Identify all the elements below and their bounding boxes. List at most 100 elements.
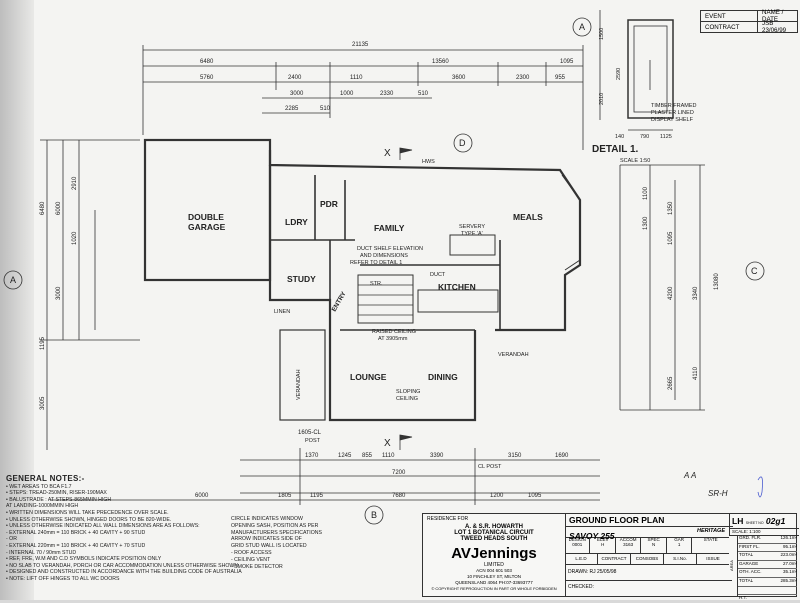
- grid-d: D: [459, 138, 466, 148]
- dim-bot-r1-0: 1605-CL: [298, 430, 322, 436]
- dim-right-7: 2665: [668, 376, 674, 390]
- area-value: 35.1m²: [782, 569, 797, 575]
- dim-bot-r2-1: 1245: [338, 453, 352, 459]
- legend-line: CIRCLE INDICATES WINDOW: [231, 516, 303, 522]
- row2-consobs: CONSOBS: [631, 553, 664, 564]
- room-label-verandah-right: VERANDAH: [498, 352, 529, 358]
- dim-top-total: 21135: [352, 42, 369, 48]
- col-state: STATE: [703, 537, 718, 542]
- area-label: H.T.: [739, 595, 748, 601]
- room-label-lounge: LOUNGE: [350, 372, 387, 382]
- area-value: 27.0m²: [782, 560, 797, 566]
- note-line: - EXTERNAL 220mm = 110 BRICK + 40 CAVITY…: [6, 542, 146, 549]
- dim-right-8: 13080: [714, 273, 720, 290]
- area-value: 126.1m²: [780, 535, 797, 540]
- val-gar: 1: [677, 542, 681, 547]
- legend-line: OPENING SASH, POSITION AS PER: [231, 522, 319, 529]
- symbol-legend: CIRCLE INDICATES WINDOW OPENING SASH, PO…: [231, 516, 421, 570]
- name-date-header: NAME / DATE: [762, 9, 784, 23]
- room-label-ldry: LDRY: [285, 217, 308, 227]
- duct-label: DUCT: [430, 272, 446, 278]
- detail-vdim-1: 2590: [616, 68, 622, 80]
- detail-title: DETAIL 1.: [592, 144, 639, 155]
- room-label-study: STUDY: [287, 274, 316, 284]
- grid-b: B: [371, 510, 377, 520]
- legend-line: - ROOF ACCESS: [231, 549, 272, 556]
- col-elev: ELEV: [596, 537, 609, 542]
- plan-title: GROUND FLOOR PLAN: [565, 514, 733, 527]
- company-logo: AVJennings: [451, 545, 537, 562]
- legend-line: - SMOKE DETECTOR: [231, 563, 283, 570]
- note-line: • UNLESS OTHERWISE INDICATED ALL WALL DI…: [6, 523, 200, 530]
- legend-line: GRID STUD WALL IS LOCATED: [231, 543, 307, 550]
- title-block: RESIDENCE FOR A. & S.R. HOWARTH LOT 1 BO…: [422, 513, 799, 600]
- dim-left-3: 1020: [72, 231, 78, 245]
- copyright: © COPYRIGHT REPRODUCTION IN PART OR WHOL…: [431, 586, 557, 591]
- dim-bot-r4-4: 1200: [490, 493, 504, 499]
- area-label: TOTAL: [739, 577, 754, 583]
- dim-bot-r4-0: 6000: [195, 493, 209, 499]
- cl-post-label: CL POST: [478, 464, 502, 470]
- area-value: 95.1m²: [782, 543, 797, 549]
- dim-left-0: 6480: [40, 201, 46, 215]
- dim-bot-r2-4: 3390: [430, 453, 444, 459]
- dim-right-0: 1100: [643, 186, 649, 200]
- room-label-entry: ENTRY: [331, 290, 348, 313]
- general-notes: GENERAL NOTES:- • WET AREAS TO BCA F1.7 …: [6, 475, 276, 583]
- sloping-ceiling-1: SLOPING: [396, 389, 420, 395]
- area-value: 223.0m²: [780, 552, 797, 558]
- area-label: FIRST FL.: [739, 543, 760, 549]
- area-value: 285.3m²: [780, 577, 797, 583]
- grid-a-left: A: [10, 275, 16, 285]
- sheet-no-label: SHEET NO: [745, 521, 764, 525]
- checked-label: CHECKED:: [568, 584, 594, 590]
- note-line: • WRITTEN DIMENSIONS WILL TAKE PRECEDENC…: [6, 509, 169, 516]
- sheet-number: 02g1: [765, 516, 786, 526]
- room-label-verandah-left: VERANDAH: [296, 369, 302, 400]
- company-sub: LIMITED: [484, 562, 504, 568]
- dim-top-r2-4: 2300: [516, 75, 530, 81]
- note-line: • UNLESS OTHERWISE SHOWN, HINGED DOORS T…: [6, 516, 172, 523]
- room-label-garage-2: GARAGE: [188, 222, 226, 232]
- dim-top-r2-0: 5760: [200, 75, 214, 81]
- scale-value: 1:100: [749, 529, 761, 534]
- dim-right-4: 3340: [693, 286, 699, 300]
- sheet-prefix: LH: [732, 516, 744, 526]
- col-spec: SPEC: [647, 537, 660, 542]
- scan-shadow: [0, 0, 34, 600]
- room-label-family: FAMILY: [374, 223, 405, 233]
- handwritten-marks: A A: [683, 471, 696, 480]
- dim-bot-r4-3: 7680: [392, 493, 406, 499]
- row2-led: L.E.D: [565, 553, 598, 564]
- section-x-top: X: [384, 148, 391, 159]
- event-contract: CONTRACT: [701, 22, 758, 32]
- spec-row-2: L.E.D CONTRACT CONSOBS S.I.No. ISSUE: [565, 553, 729, 565]
- detail-note-1: TIMBER FRAMED: [651, 103, 697, 109]
- room-label-linen: LINEN: [274, 309, 290, 315]
- dim-top-r2-5: 955: [555, 75, 566, 81]
- dim-top-r1-2: 1095: [560, 59, 574, 65]
- servery-label-2: TYPE 'A': [461, 231, 483, 237]
- note-line: • NOTE: LIFT OFF HINGES TO ALL WC DOORS: [6, 575, 120, 582]
- room-label-pdr: PDR: [320, 199, 338, 209]
- grid-c: C: [751, 266, 758, 276]
- detail-note-2: PLASTER LINED: [651, 110, 694, 116]
- dim-top-r2-3: 3600: [452, 75, 466, 81]
- raised-ceiling-2: AT 3905mm: [378, 336, 408, 342]
- dim-bot-r2-3: 1110: [382, 453, 395, 459]
- val-spec: N: [652, 542, 656, 547]
- raised-ceiling-1: RAISED CEILING: [372, 329, 416, 335]
- event-contract-value: JSB 23/06/99: [762, 20, 787, 34]
- dim-right-3: 1095: [668, 231, 674, 245]
- dim-top-r3-3: 510: [418, 91, 429, 97]
- dim-bot-r4-1: 1805: [278, 493, 292, 499]
- dim-top-r4-0: 2285: [285, 106, 299, 112]
- revision-table: EVENT NAME / DATE CONTRACT JSB 23/06/99: [700, 9, 798, 34]
- row2-issue: ISSUE: [706, 556, 720, 561]
- detail-dim-0: 140: [615, 134, 624, 140]
- area-label: OTH. ACC.: [739, 569, 762, 575]
- legend-line: - CEILING VENT: [231, 556, 271, 563]
- val-elev: H: [601, 542, 605, 547]
- dim-top-r3-2: 2330: [380, 91, 394, 97]
